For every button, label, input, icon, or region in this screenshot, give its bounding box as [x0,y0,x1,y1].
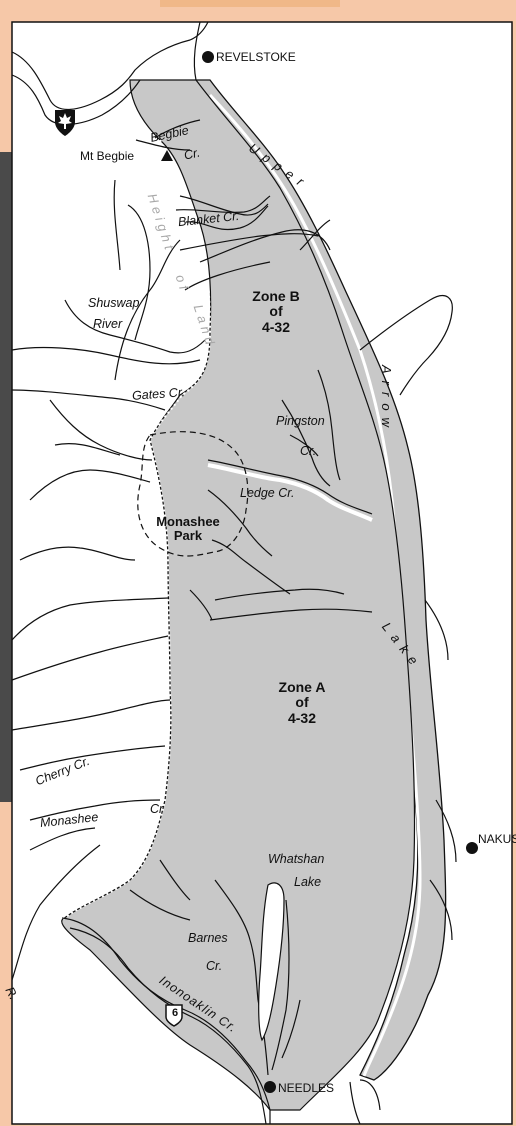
barnes-cr-label: Cr. [206,959,223,973]
top-title-band [160,0,340,7]
monashee-park-boundary [137,431,249,557]
arrow-label: Arrow [379,365,394,434]
shuswap-label: Shuswap [88,296,140,310]
mt-begbie-label: Mt Begbie [80,149,135,163]
zone-b-line1: Zone B [252,288,300,304]
monashee-park-label: Monashee Park [148,514,228,544]
triangle-peak-icon [161,150,173,161]
river-network [11,21,331,981]
park-line2: Park [173,528,203,544]
zone-b-label: Zone B of 4-32 [236,288,316,335]
side-strip [0,152,12,802]
whatshan-label: Whatshan [268,852,325,866]
park-line1: Monashee [156,514,220,529]
begbie-cr-label: Cr. [182,145,202,163]
needles-dot[interactable] [264,1081,276,1093]
nakusp-label: NAKUSP [478,832,516,846]
highway-number: 6 [171,1007,179,1019]
monashee-cr-label: Cr [150,802,164,816]
pingston-label: Pingston [276,414,325,428]
zone-rivers [129,119,373,1076]
zone-boundary [207,463,373,522]
barnes-label: Barnes [188,931,228,945]
zone-a-label: Zone A of 4-32 [262,679,342,726]
zone-a-line2: of [295,694,309,711]
shuswap-river-label: River [93,317,123,331]
maple-leaf-shield-icon [55,110,75,136]
ledge-cr-label: Ledge Cr. [240,486,295,500]
highway-shield-icon [165,1004,183,1027]
inonoaklin-creek [61,917,271,1125]
nakusp-dot[interactable] [466,842,478,854]
whatshan-lake [258,882,285,1042]
pingston-cr-label: Cr. [300,444,317,458]
zone-a-line3: 4-32 [287,709,317,726]
revelstoke-dot[interactable] [202,51,214,63]
revelstoke-label: REVELSTOKE [216,50,296,64]
ledge-creek [207,459,373,515]
east-shore-features [299,219,457,1125]
zone-b-line2: of [269,303,283,320]
zone-a-line1: Zone A [278,679,326,695]
whatshan-lake-label: Lake [294,875,322,889]
zone-b-line3: 4-32 [261,318,291,335]
needles-label: NEEDLES [278,1081,335,1095]
